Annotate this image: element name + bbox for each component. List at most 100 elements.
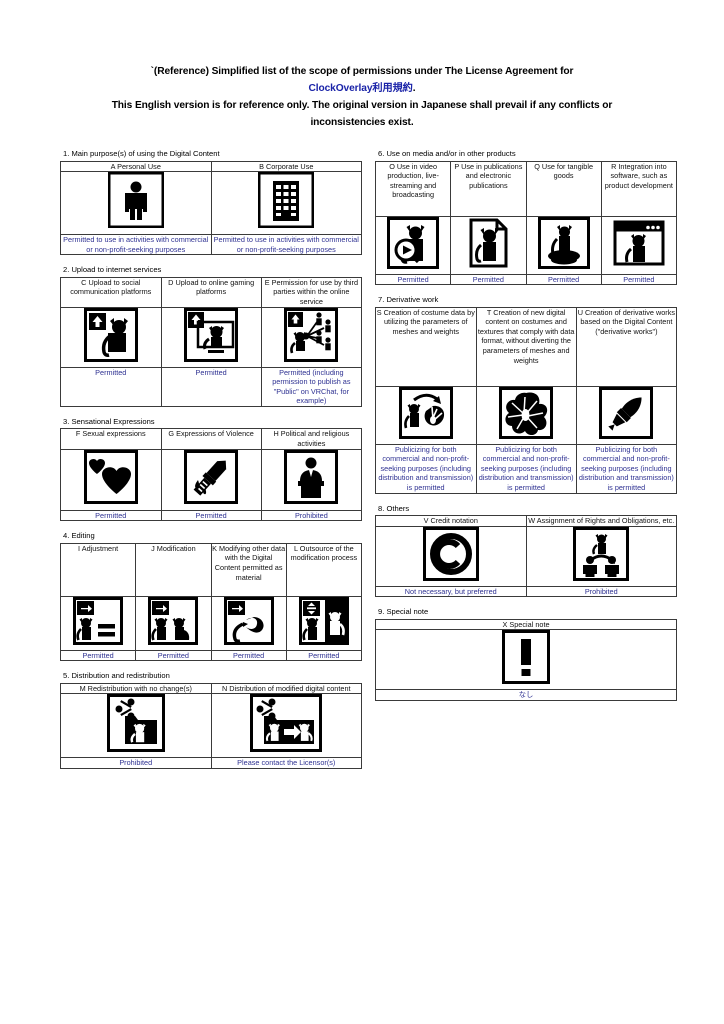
cell-result-s: Publicizing for both commercial and non-…	[375, 443, 477, 494]
cell-head-h: H Political and religious activities	[260, 428, 363, 450]
cell-result-r: Permitted	[600, 273, 678, 286]
upload-cat-monitor-icon	[184, 307, 239, 362]
cell-head-s: S Creation of costume data by utilizing …	[375, 306, 477, 387]
cell-head-o: O Use in video production, live-streamin…	[374, 160, 452, 217]
cell-icon-f	[60, 448, 162, 511]
cell-result-e: Permitted (including permission to publi…	[260, 366, 363, 407]
table-row-head: I Adjustment J Modification K Modifying …	[59, 542, 363, 597]
cell-head-u: U Creation of derivative works based on …	[575, 306, 678, 387]
cell-head-v: V Credit notation	[375, 515, 527, 527]
section-1-table: A Personal Use B Corporate Use	[60, 160, 362, 256]
cell-result-c: Permitted	[60, 366, 162, 407]
table-row-result: Publicizing for both commercial and non-…	[375, 443, 678, 494]
section-2-table: C Upload to social communication platfor…	[60, 276, 363, 407]
copyright-icon	[422, 526, 479, 581]
cell-head-b: B Corporate Use	[210, 160, 362, 173]
section-1: 1. Main purpose(s) of using the Digital …	[60, 148, 362, 256]
section-7: 7. Derivative work S Creation of costume…	[375, 294, 678, 494]
cell-head-t: T Creation of new digital content on cos…	[475, 306, 577, 387]
section-9-table: X Special note なし	[375, 618, 677, 701]
section-7-title: 7. Derivative work	[378, 295, 439, 305]
cell-head-x: X Special note	[375, 618, 677, 631]
cell-icon-e	[260, 306, 363, 368]
license-link[interactable]: ClockOverlay利用規約	[308, 83, 413, 94]
table-row-head: X Special note	[375, 618, 677, 631]
table-row-head: O Use in video production, live-streamin…	[374, 160, 678, 217]
upload-cat-share-people-icon	[284, 307, 339, 362]
section-3: 3. Sensational Expressions F Sexual expr…	[60, 416, 363, 522]
table-row-icon	[60, 693, 362, 759]
cell-icon-a	[60, 171, 212, 236]
table-row-icon	[60, 171, 362, 236]
cell-result-l: Permitted	[285, 649, 363, 662]
cell-icon-o	[374, 215, 452, 275]
software-window-cat-icon	[612, 217, 666, 269]
arrow-ribbon-tail-icon	[223, 596, 274, 645]
cell-head-d: D Upload to online gaming platforms	[160, 276, 262, 308]
section-4: 4. Editing I Adjustment J Modification K…	[59, 530, 363, 662]
cell-head-p: P Use in publications and electronic pub…	[450, 160, 527, 217]
bloody-knife-icon	[184, 449, 239, 504]
cell-result-a: Permitted to use in activities with comm…	[60, 234, 212, 256]
cell-head-w: W Assignment of Rights and Obligations, …	[525, 515, 677, 527]
cell-icon-m	[60, 693, 212, 759]
cell-result-k: Permitted	[210, 649, 287, 662]
section-4-title: 4. Editing	[63, 531, 95, 541]
outsource-cats-icon	[298, 596, 349, 645]
cell-icon-u	[575, 385, 678, 445]
cell-icon-n	[210, 693, 362, 759]
section-4-table: I Adjustment J Modification K Modifying …	[59, 542, 363, 662]
cell-result-f: Permitted	[60, 509, 162, 522]
cell-result-q: Permitted	[525, 273, 602, 286]
cell-icon-w	[525, 525, 677, 587]
table-row-icon	[375, 525, 677, 587]
cell-icon-c	[60, 306, 162, 368]
title-line-4: inconsistencies exist.	[310, 117, 414, 128]
table-row-result: Prohibited Please contact the Licensor(s…	[60, 757, 362, 769]
table-row-result: なし	[375, 689, 677, 701]
cell-result-j: Permitted	[135, 649, 212, 662]
cell-icon-l	[285, 595, 363, 651]
section-8-table: V Credit notation W Assignment of Rights…	[375, 515, 677, 598]
cell-icon-d	[160, 306, 262, 368]
costume-pieces-icon	[499, 386, 554, 439]
cell-head-g: G Expressions of Violence	[160, 428, 262, 450]
title-line-3: This English version is for reference on…	[111, 100, 613, 111]
title-line-2: ClockOverlay利用規約.	[62, 80, 662, 97]
cell-head-f: F Sexual expressions	[60, 428, 162, 450]
section-2: 2. Upload to internet services C Upload …	[60, 264, 363, 407]
cell-result-h: Prohibited	[260, 509, 363, 522]
cell-icon-b	[210, 171, 362, 236]
cell-head-e: E Permission for use by third parties wi…	[260, 276, 363, 308]
cell-result-v: Not necessary, but preferred	[375, 585, 527, 598]
cell-icon-k	[210, 595, 287, 651]
podium-speaker-icon	[284, 449, 339, 504]
section-9: 9. Special note X Special note なし	[375, 606, 677, 701]
section-5: 5. Distribution and redistribution M Red…	[60, 670, 362, 769]
section-8-title: 8. Others	[378, 503, 410, 513]
section-1-title: 1. Main purpose(s) of using the Digital …	[63, 149, 220, 158]
cell-icon-x	[375, 629, 677, 691]
transfer-people-cat-icon	[573, 526, 630, 581]
cell-result-d: Permitted	[160, 366, 262, 407]
paintbrush-icon	[599, 386, 654, 439]
left-column: 1. Main purpose(s) of using the Digital …	[59, 148, 363, 778]
building-icon	[258, 172, 315, 229]
cell-head-n: N Distribution of modified digital conte…	[210, 682, 362, 695]
table-row-result: Permitted Permitted Permitted Permitted	[374, 273, 678, 286]
section-7-table: S Creation of costume data by utilizing …	[375, 306, 678, 494]
cell-icon-i	[59, 595, 137, 651]
cell-head-a: A Personal Use	[60, 160, 212, 173]
table-row-head: F Sexual expressions G Expressions of Vi…	[60, 428, 363, 450]
cell-result-n: Please contact the Licensor(s)	[210, 757, 362, 769]
cell-head-j: J Modification	[135, 542, 212, 597]
cell-result-w: Prohibited	[525, 585, 677, 598]
cell-result-g: Permitted	[160, 509, 262, 522]
right-column: 6. Use on media and/or in other products…	[374, 148, 678, 710]
section-2-title: 2. Upload to internet services	[63, 265, 162, 275]
cell-icon-v	[375, 525, 527, 587]
section-9-title: 9. Special note	[378, 607, 429, 617]
table-row-head: A Personal Use B Corporate Use	[60, 160, 362, 173]
video-play-cat-icon	[387, 216, 440, 269]
title-line-2-suffix: .	[412, 83, 416, 94]
